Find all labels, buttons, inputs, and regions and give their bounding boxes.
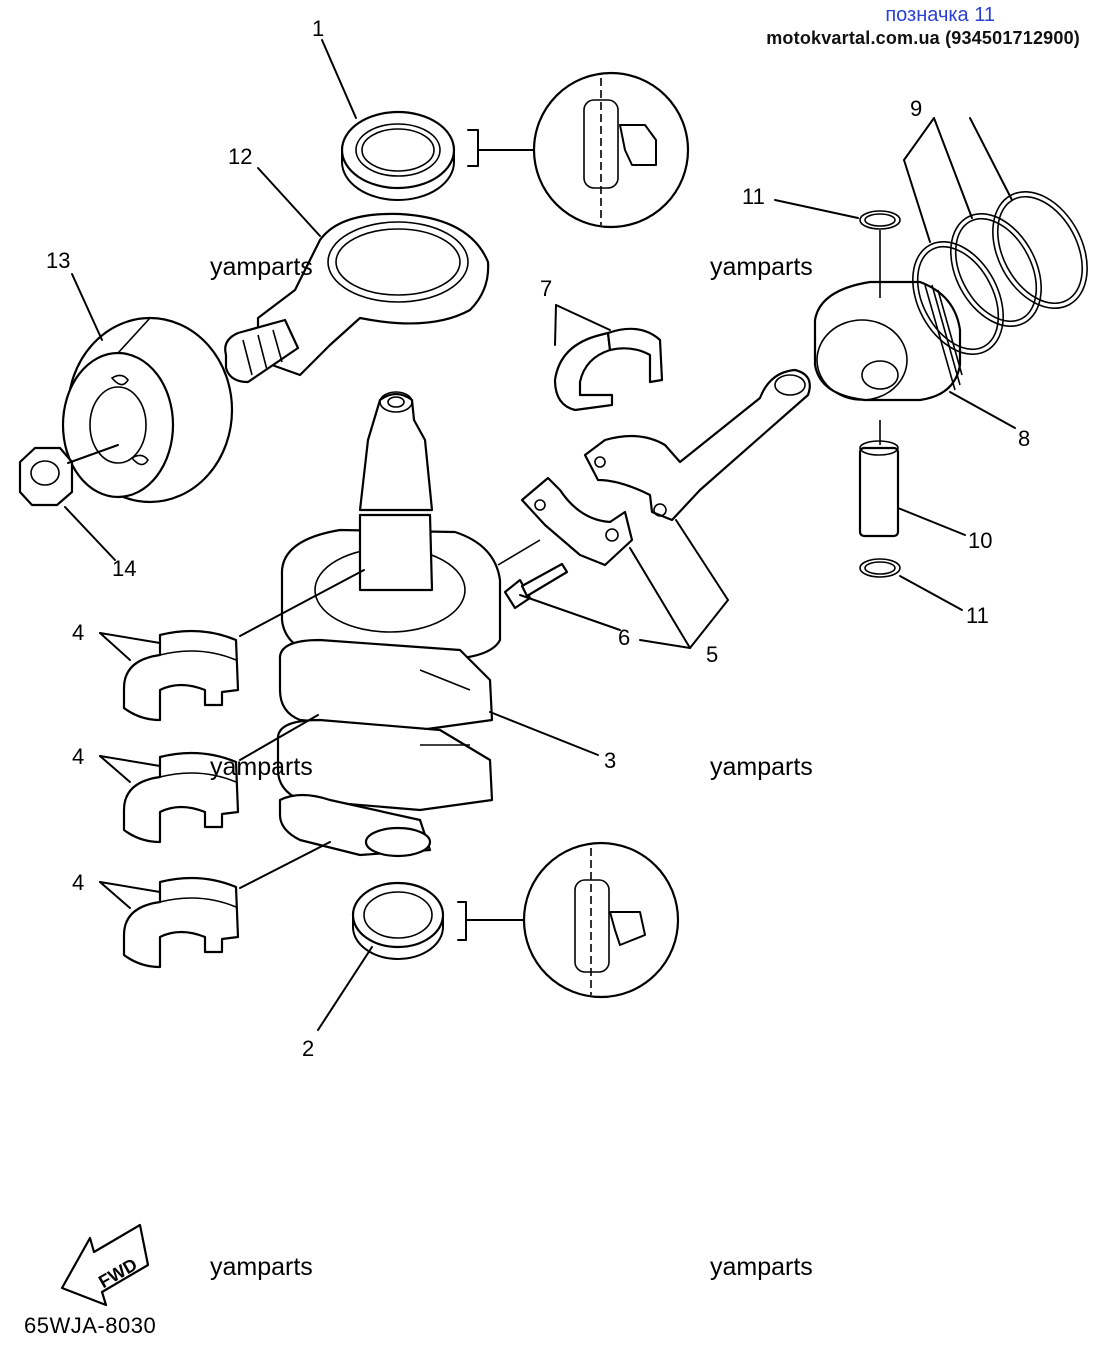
- callout-11-upper: 11: [742, 184, 765, 209]
- callout-4b: 4: [72, 744, 84, 769]
- bolt-6: [503, 562, 569, 610]
- callout-8: 8: [1018, 426, 1030, 451]
- piston-pin-10: [858, 440, 900, 538]
- rod-cap-5: [520, 476, 634, 567]
- seal-detail-circle-top: [532, 71, 690, 229]
- crank-rod-12: [224, 212, 490, 384]
- watermark: yamparts: [710, 253, 813, 281]
- callout-7: 7: [540, 276, 552, 301]
- source-caption: motokvartal.com.ua (934501712900): [766, 28, 1080, 48]
- flywheel-13: [61, 316, 234, 504]
- main-bearing-4a: [122, 629, 240, 722]
- seal-detail-circle-bottom: [522, 841, 680, 999]
- callout-12: 12: [228, 144, 252, 169]
- watermark: yamparts: [710, 1253, 813, 1281]
- bracket-top: [467, 129, 479, 167]
- main-bearing-4c: [122, 876, 240, 969]
- callout-1: 1: [312, 16, 324, 41]
- diagram-code: 65WJA-8030: [24, 1313, 157, 1338]
- callout-10: 10: [968, 528, 992, 553]
- piston-rings-9: [912, 191, 1088, 356]
- oil-seal-top: [340, 110, 456, 201]
- callout-13: 13: [46, 248, 70, 273]
- watermark: yamparts: [210, 1253, 313, 1281]
- main-bearing-4b: [122, 751, 240, 844]
- callout-2: 2: [302, 1036, 314, 1061]
- circlip-11-upper: [859, 210, 901, 230]
- piston-8: [813, 280, 963, 402]
- fwd-arrow-icon: FWD: [60, 1223, 150, 1307]
- leader-lines: [64, 39, 1016, 1031]
- watermark: yamparts: [710, 753, 813, 781]
- crankshaft-3: [276, 391, 502, 858]
- connecting-rod-upper: [583, 368, 811, 522]
- callout-11-lower: 11: [966, 603, 989, 628]
- circlip-11-lower: [859, 558, 901, 578]
- oil-seal-bottom: [351, 881, 445, 960]
- watermark: yamparts: [210, 753, 313, 781]
- callout-6: 6: [618, 625, 630, 650]
- callout-3: 3: [604, 748, 616, 773]
- nut-14: [18, 446, 74, 507]
- callout-9: 9: [910, 96, 922, 121]
- bracket-bottom: [457, 901, 467, 941]
- bearing-7: [553, 327, 664, 412]
- callout-4a: 4: [72, 620, 84, 645]
- header-title: позначка 11: [885, 4, 995, 26]
- callout-14: 14: [112, 556, 136, 581]
- watermark: yamparts: [210, 253, 313, 281]
- callout-5: 5: [706, 642, 718, 667]
- callout-4c: 4: [72, 870, 84, 895]
